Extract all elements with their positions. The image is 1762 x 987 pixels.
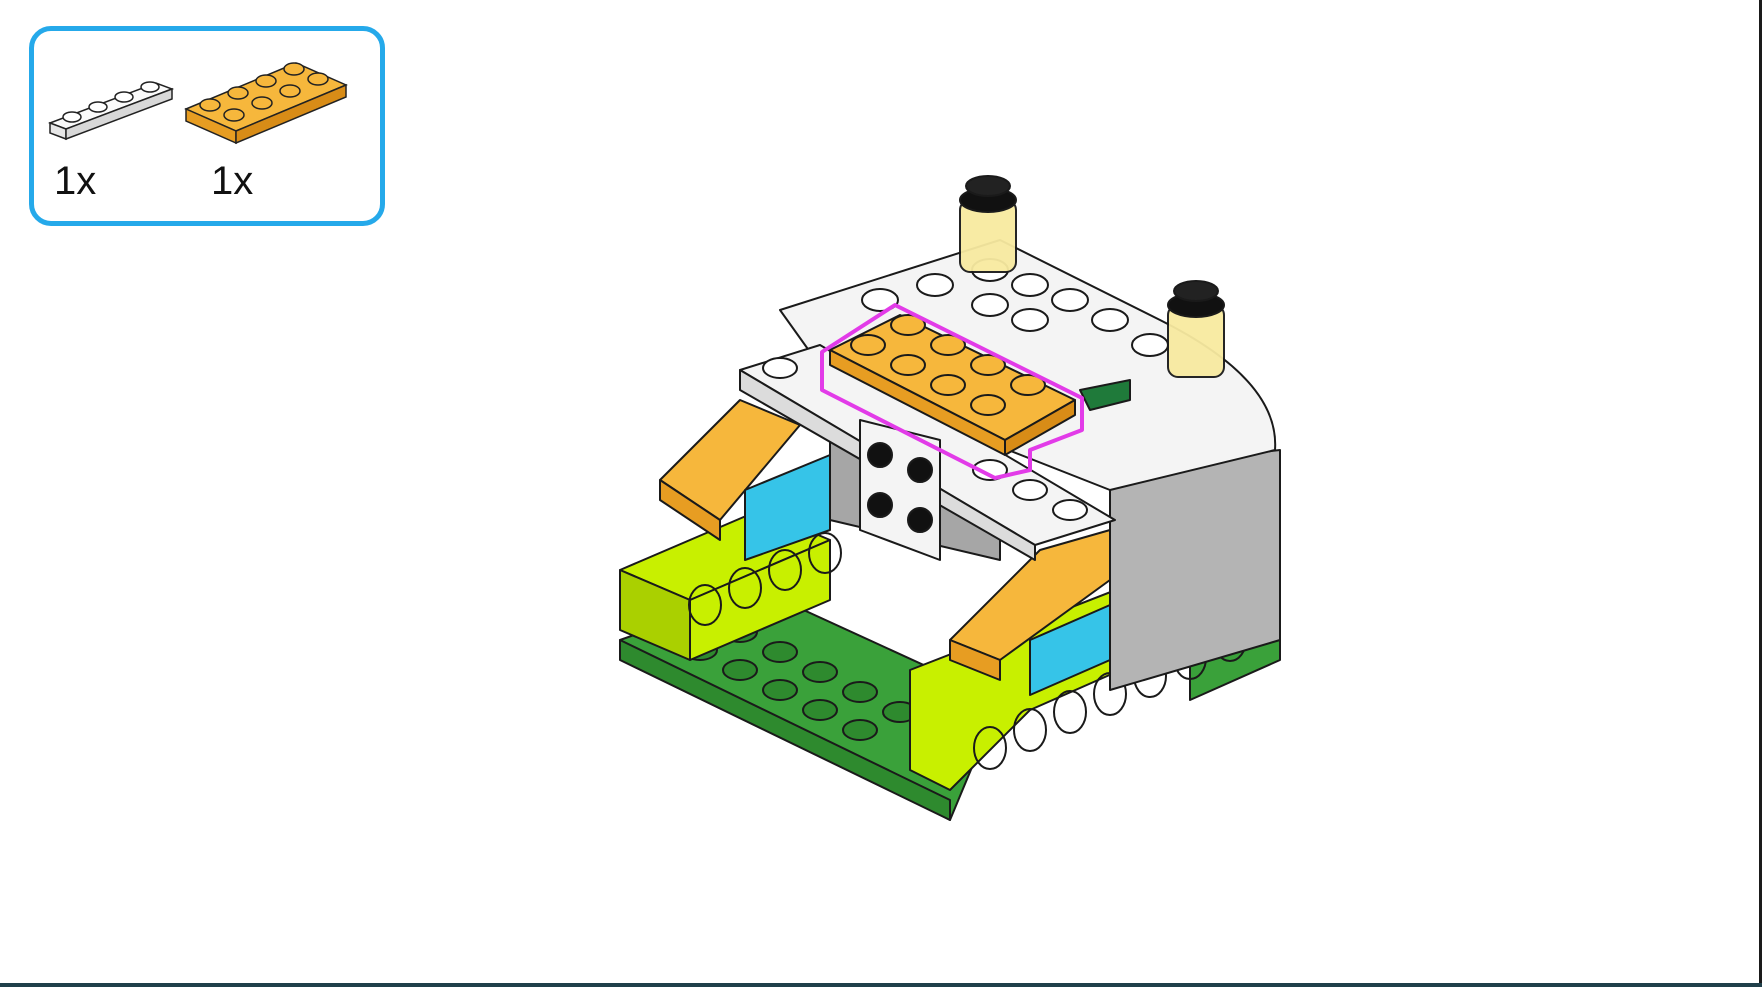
white-plate-1x4-icon: [48, 81, 175, 141]
orange-plate-quantity: 1x: [211, 159, 254, 203]
white-plate-quantity: 1x: [54, 159, 97, 203]
light-bricks: [959, 175, 1225, 378]
new-part-highlight: [820, 303, 1084, 480]
bottom-edge: [0, 983, 1762, 987]
parts-list-callout: 1x 1x: [29, 26, 385, 226]
scrollbar-edge: [1759, 0, 1762, 987]
orange-plate-2x4-icon: [184, 62, 348, 145]
